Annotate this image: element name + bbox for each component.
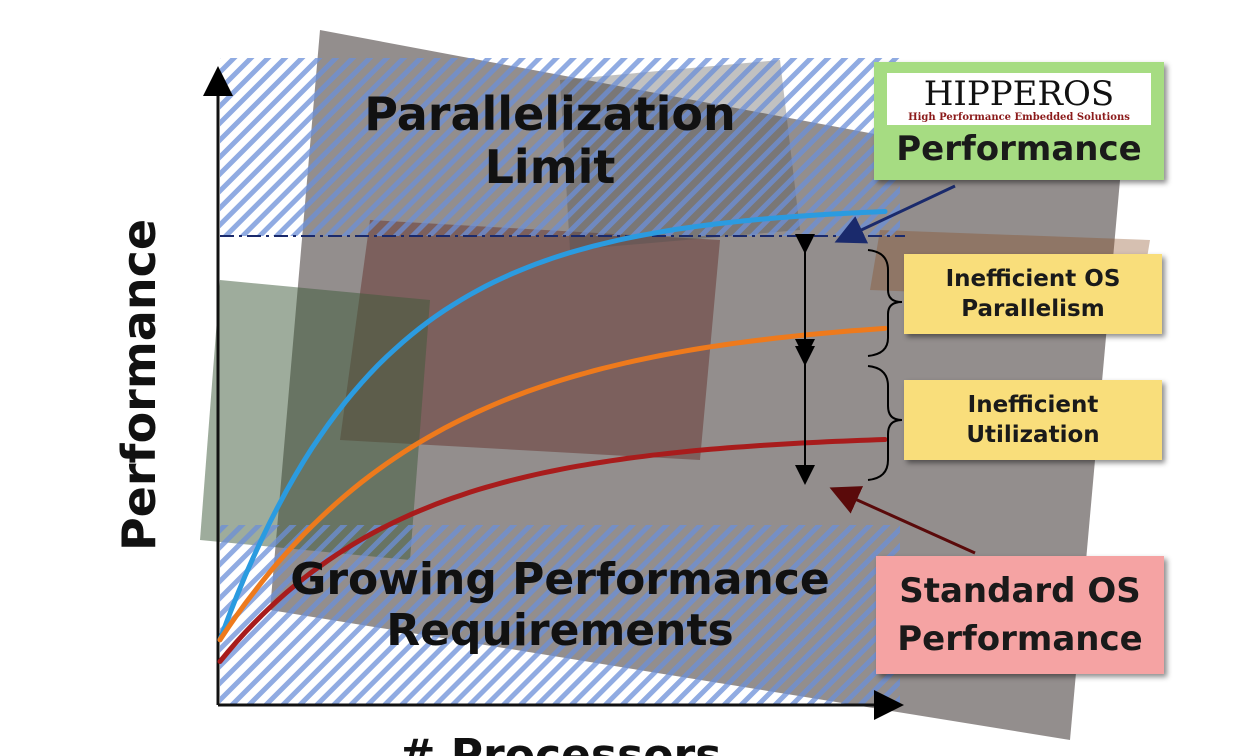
gap1-line1: Inefficient OS xyxy=(945,266,1121,292)
requirements-line1: Growing Performance xyxy=(290,554,830,605)
series-line-2 xyxy=(217,325,888,643)
standard-pointer xyxy=(829,486,976,555)
gap1-line2: Parallelism xyxy=(961,296,1105,322)
hipperos-pointer xyxy=(834,184,956,244)
gap2-box: Inefficient Utilization xyxy=(904,380,1162,460)
limit-line1: Parallelization xyxy=(364,87,736,141)
requirements-line2: Requirements xyxy=(386,604,734,656)
hipperos-tagline: High Performance Embedded Solutions xyxy=(908,111,1130,123)
series-line-3 xyxy=(217,437,888,664)
standard-line1: Standard OS xyxy=(899,571,1141,611)
gap2-line2: Utilization xyxy=(966,422,1100,448)
standard-box: Standard OS Performance xyxy=(876,556,1164,674)
hipperos-box: HIPPEROS High Performance Embedded Solut… xyxy=(874,62,1164,180)
x-axis-label: # Processors xyxy=(399,730,722,756)
gap2-line1: Inefficient xyxy=(967,392,1099,418)
standard-line2: Performance xyxy=(897,619,1143,659)
parallelization-limit-region xyxy=(220,58,900,236)
limit-line2: Limit xyxy=(484,139,616,194)
y-axis-label: Performance xyxy=(112,219,166,551)
parallelization-limit-label: Parallelization Limit xyxy=(300,88,800,194)
series-line-1 xyxy=(217,209,888,643)
hipperos-brand: HIPPEROS xyxy=(923,73,1115,114)
gap1-box: Inefficient OS Parallelism xyxy=(904,254,1162,334)
brace-top xyxy=(867,249,903,357)
brace-bottom xyxy=(867,365,903,481)
hipperos-logo: HIPPEROS High Performance Embedded Solut… xyxy=(887,73,1151,125)
hipperos-performance-label: Performance xyxy=(896,129,1142,169)
requirements-label: Growing Performance Requirements xyxy=(240,554,880,656)
